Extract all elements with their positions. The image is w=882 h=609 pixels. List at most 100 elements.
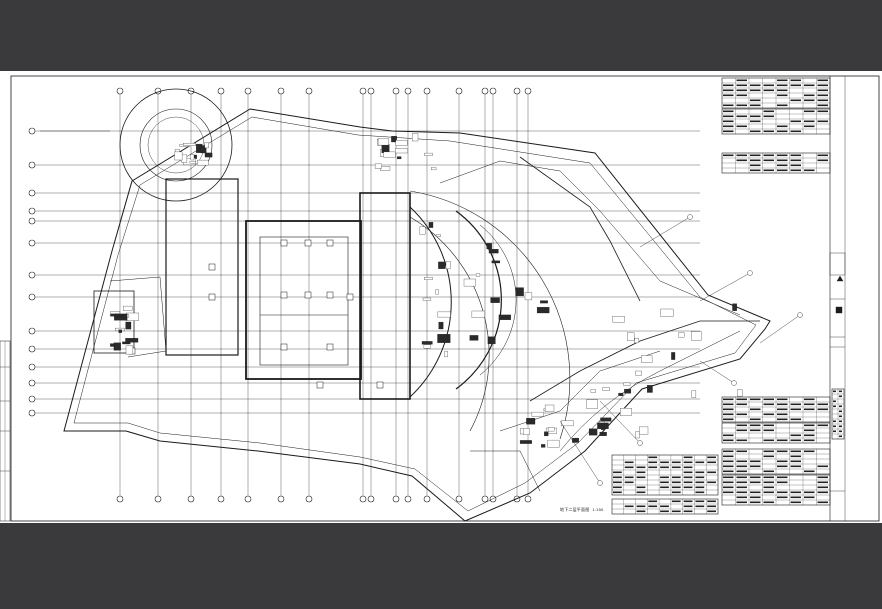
- table-cell-text: [695, 505, 705, 508]
- equipment-block: [383, 151, 396, 158]
- leader-lines: [40, 130, 803, 486]
- equipment-block: [660, 308, 674, 317]
- table-cell-text: [736, 470, 747, 473]
- table-cell-text: [777, 154, 788, 157]
- table-cell-text: [750, 99, 761, 102]
- table-cell-text: [723, 439, 734, 442]
- axis-bubble-bottom: [404, 495, 412, 503]
- table-cell-text: [723, 413, 734, 416]
- table-cell-text: [750, 130, 761, 133]
- equipment-block: [544, 404, 555, 412]
- axis-bubble-left: [28, 127, 36, 135]
- axis-bubble-top: [489, 87, 497, 95]
- table-cell-text: [777, 465, 788, 468]
- table-cell-text: [763, 403, 774, 406]
- table-cell-text: [763, 450, 774, 453]
- equipment-block: [197, 159, 209, 166]
- axis-bubble-left: [28, 395, 36, 403]
- table-cell-text: [777, 408, 788, 411]
- table-cell-text: [723, 434, 734, 437]
- equipment-block: [524, 292, 533, 301]
- table-cell-text: [695, 500, 705, 503]
- equipment-block: [671, 352, 676, 360]
- table-cell-text: [817, 99, 828, 102]
- table-cell-text: [790, 450, 801, 453]
- equipment-block: [435, 234, 441, 237]
- equipment-block: [412, 133, 419, 142]
- equipment-block: [391, 136, 397, 143]
- equipment-block: [490, 297, 500, 303]
- table-cell-text: [736, 84, 747, 87]
- table-cell-text: [750, 476, 761, 479]
- table-cell-text: [790, 465, 801, 468]
- axis-grid: [32, 91, 700, 499]
- axis-bubble-top: [367, 87, 375, 95]
- table-cell-text: [817, 110, 828, 113]
- table-cell-text: [790, 130, 801, 133]
- axis-bubble-left: [28, 271, 36, 279]
- table-cell-text: [763, 413, 774, 416]
- equipment-block: [488, 249, 499, 254]
- column-marker: [376, 381, 384, 389]
- table-cell-text: [790, 159, 801, 162]
- table-cell-text: [790, 403, 801, 406]
- table-cell-text: [750, 154, 761, 157]
- equipment-block: [618, 392, 624, 396]
- table-cell-text: [817, 104, 828, 107]
- table-cell-text: [671, 491, 681, 494]
- equipment-block: [125, 338, 139, 343]
- table-cell-text: [763, 470, 774, 473]
- table-cell-text: [660, 486, 669, 489]
- column-marker: [326, 343, 334, 351]
- table-cell-text: [613, 491, 622, 494]
- table-cell-text: [777, 159, 788, 162]
- table-cell-text: [763, 424, 774, 427]
- table-cell-text: [790, 79, 801, 82]
- axis-bubble-top: [423, 87, 431, 95]
- equipment-block: [428, 222, 434, 228]
- table-cell-text: [736, 429, 747, 432]
- equipment-block: [422, 297, 432, 301]
- table-cell-text: [804, 429, 815, 432]
- equipment-block: [515, 287, 524, 297]
- table-cell-text: [817, 476, 828, 479]
- equipment-block: [486, 243, 492, 250]
- table-cell-text: [660, 481, 669, 484]
- axis-bubble-bottom: [305, 495, 313, 503]
- column-marker: [280, 239, 288, 247]
- equipment-block: [536, 307, 550, 314]
- table-cell-text: [683, 476, 693, 479]
- axis-bubble-bottom: [217, 495, 225, 503]
- table-cell-text: [736, 398, 747, 401]
- table-cell-text: [750, 496, 761, 499]
- table-cell-text: [839, 405, 842, 408]
- table-cell-text: [750, 481, 761, 484]
- table-cell-text: [804, 169, 815, 172]
- table-cell-text: [777, 439, 788, 442]
- axis-bubble-top: [524, 87, 532, 95]
- table-cell-text: [723, 418, 734, 421]
- table-cell-text: [804, 398, 815, 401]
- table-cell-text: [671, 476, 681, 479]
- table-cell-text: [723, 89, 734, 92]
- table-cell-text: [817, 79, 828, 82]
- equipment-block: [647, 385, 653, 393]
- equipment-block: [438, 321, 444, 330]
- table-cell-text: [833, 425, 836, 428]
- table-cell-text: [660, 466, 669, 469]
- table-cell-text: [648, 461, 658, 464]
- table-cell-text: [817, 159, 828, 162]
- table-cell-text: [790, 496, 801, 499]
- equipment-block: [421, 341, 433, 345]
- axis-bubble-top: [217, 87, 225, 95]
- equipment-block: [487, 336, 496, 345]
- table-cell-text: [763, 169, 774, 172]
- table-cell-text: [763, 159, 774, 162]
- table-cell-text: [736, 154, 747, 157]
- equipment-block: [547, 427, 555, 432]
- table-cell-text: [736, 159, 747, 162]
- table-cell-text: [763, 486, 774, 489]
- table-cell-text: [817, 408, 828, 411]
- table-cell-text: [750, 169, 761, 172]
- table-cell-text: [683, 461, 693, 464]
